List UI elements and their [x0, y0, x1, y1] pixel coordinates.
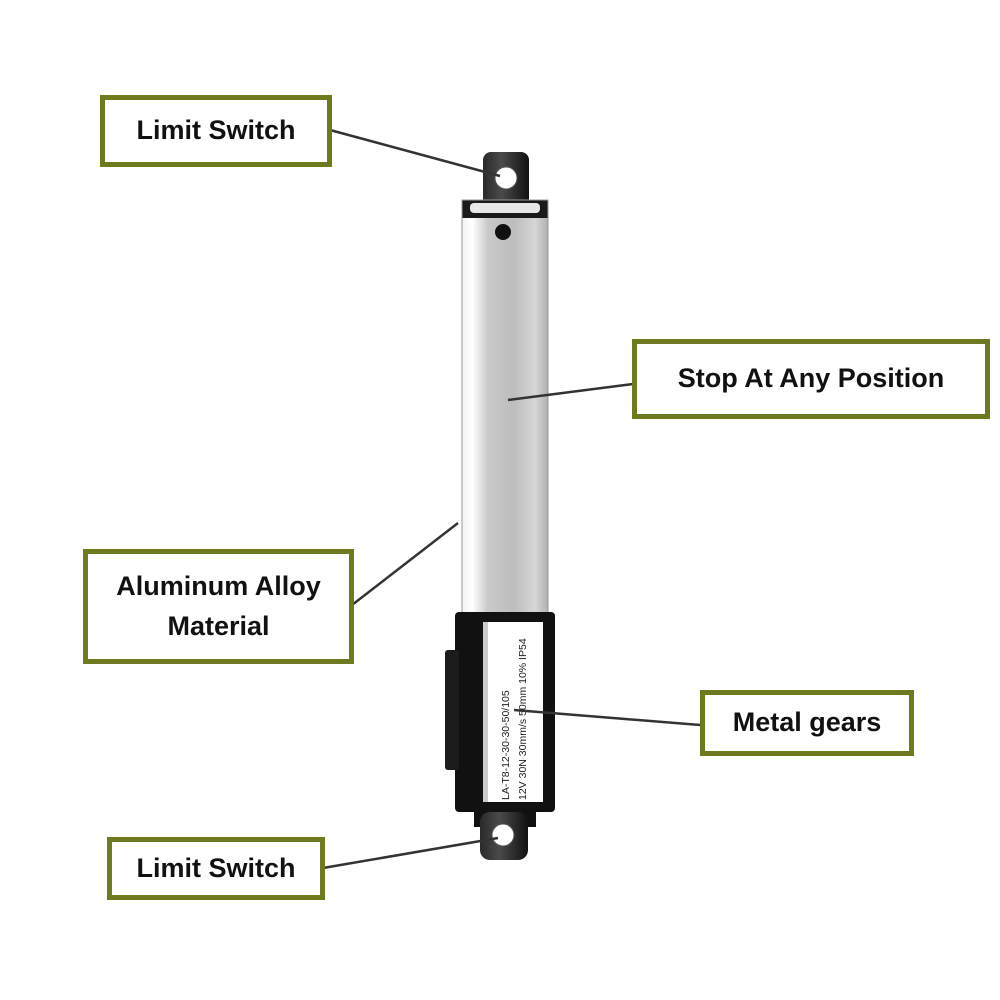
callout-limit-switch-bottom-text: Limit Switch	[136, 852, 296, 883]
leader-lines	[322, 128, 701, 870]
leader-line-stop-position	[507, 382, 634, 402]
leader-line-aluminum	[351, 522, 459, 606]
callout-aluminum-line1: Aluminum Alloy	[116, 571, 321, 602]
motor-housing: LA-T8-12-30-30-50/105 12V 30N 30mm/s 50m…	[445, 612, 555, 812]
callout-limit-switch-top-text: Limit Switch	[136, 115, 296, 146]
callout-metal-gears: Metal gears	[700, 690, 914, 756]
leader-line-metal-gears	[513, 708, 701, 727]
bottom-mount-eyelet	[474, 805, 536, 860]
callout-stop-position: Stop At Any Position	[632, 339, 990, 419]
callout-metal-gears-text: Metal gears	[732, 707, 882, 738]
aluminum-tube	[461, 199, 549, 621]
callout-stop-position-text: Stop At Any Position	[677, 363, 945, 394]
leader-line-limit-switch-bottom	[322, 836, 499, 870]
product-label-line2: 12V 30N 30mm/s 50mm 10% IP54	[517, 638, 529, 800]
callout-aluminum-alloy: Aluminum Alloy Material	[83, 549, 354, 664]
product-label-line1: LA-T8-12-30-30-50/105	[500, 690, 512, 800]
top-mount-eyelet	[483, 152, 529, 207]
callout-aluminum-line2: Material	[167, 610, 270, 641]
callout-limit-switch-top: Limit Switch	[100, 95, 332, 167]
leader-line-limit-switch-top	[329, 128, 501, 178]
callout-limit-switch-bottom: Limit Switch	[107, 837, 325, 900]
